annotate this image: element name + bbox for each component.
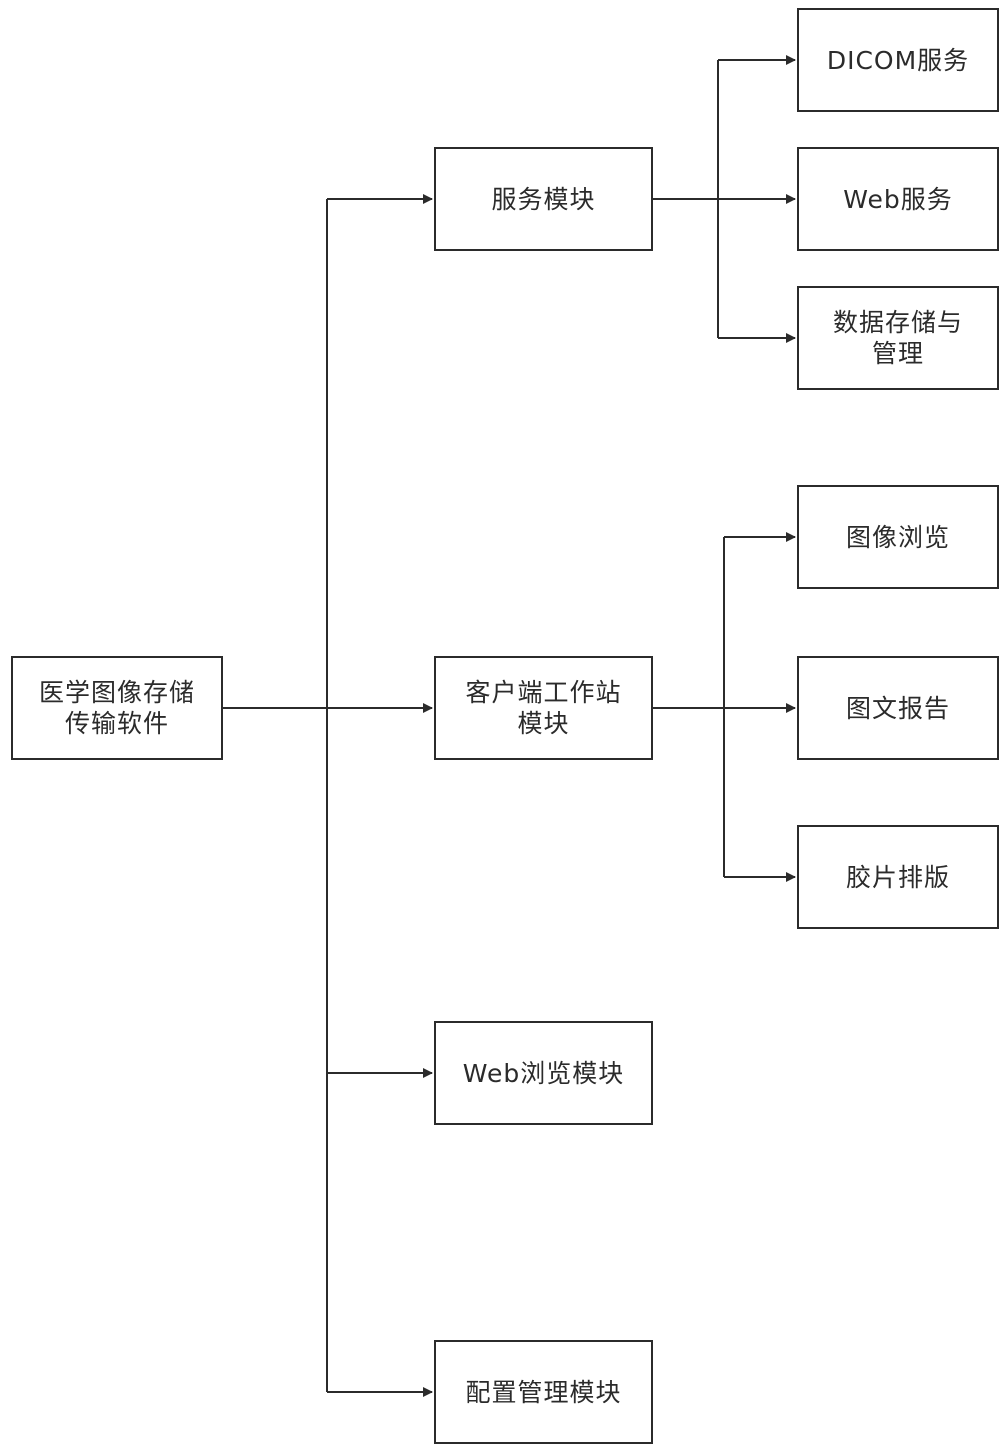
image-report-label: 图文报告 [845,693,950,723]
client-module-node: 客户端工作站 模块 [434,656,653,760]
image-report-node: 图文报告 [797,656,999,760]
web-browse-module-label: Web浏览模块 [462,1058,625,1088]
client-module-label: 客户端工作站 模块 [465,678,622,738]
root-connectors [222,194,433,1397]
service-connectors [652,55,796,343]
service-module-label: 服务模块 [491,184,596,214]
image-browse-label: 图像浏览 [845,522,950,552]
root-label: 医学图像存储 传输软件 [38,678,195,738]
film-layout-label: 胶片排版 [845,862,950,892]
data-storage-label: 数据存储与 管理 [832,308,963,368]
root-node: 医学图像存储 传输软件 [11,656,223,760]
client-connectors [652,532,796,882]
dicom-service-label: DICOM服务 [826,45,970,75]
service-module-node: 服务模块 [434,147,653,251]
film-layout-node: 胶片排版 [797,825,999,929]
data-storage-node: 数据存储与 管理 [797,286,999,390]
web-service-label: Web服务 [843,184,953,214]
image-browse-node: 图像浏览 [797,485,999,589]
config-module-node: 配置管理模块 [434,1340,653,1444]
config-module-label: 配置管理模块 [465,1377,622,1407]
dicom-service-node: DICOM服务 [797,8,999,112]
web-service-node: Web服务 [797,147,999,251]
web-browse-module-node: Web浏览模块 [434,1021,653,1125]
